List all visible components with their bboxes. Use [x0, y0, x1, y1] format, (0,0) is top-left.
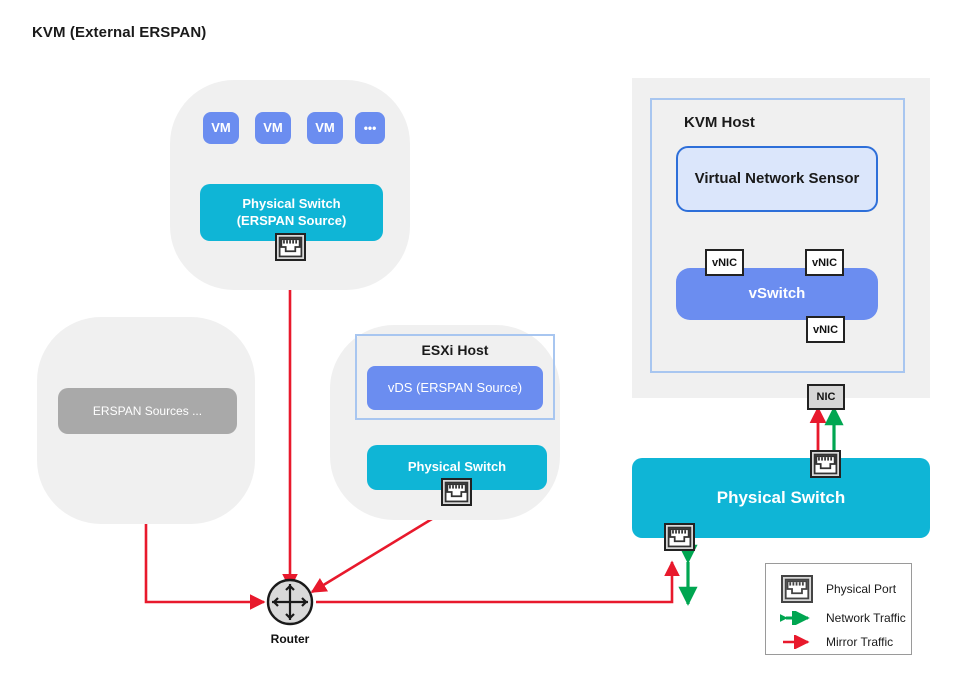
legend-label: Network Traffic — [826, 611, 906, 625]
vswitch-box[interactable]: vSwitch — [676, 268, 878, 320]
kvm-switch-line1: Physical Switch — [242, 196, 341, 212]
legend-label: Mirror Traffic — [826, 635, 894, 649]
legend-item-physical-port: Physical Port — [780, 575, 897, 603]
virtual-network-sensor-box[interactable]: Virtual Network Sensor — [676, 146, 878, 212]
single-arrow-red-icon — [780, 629, 814, 655]
kvm-host-label: KVM Host — [684, 114, 755, 131]
erspan-sources-box[interactable]: ERSPAN Sources ... — [58, 388, 237, 434]
vnic-left-chip[interactable]: vNIC — [705, 249, 744, 276]
legend-label: Physical Port — [826, 582, 897, 596]
vnic-bottom-chip[interactable]: vNIC — [806, 316, 845, 343]
legend-item-network-traffic: Network Traffic — [780, 605, 906, 631]
physical-port-icon[interactable] — [664, 523, 695, 551]
page-title: KVM (External ERSPAN) — [32, 24, 207, 41]
legend: Physical Port Network Traffic — [765, 563, 912, 655]
legend-item-mirror-traffic: Mirror Traffic — [780, 629, 893, 655]
router-label: Router — [270, 632, 310, 646]
physical-port-icon — [780, 575, 814, 603]
esxi-vds-box[interactable]: vDS (ERSPAN Source) — [367, 366, 543, 410]
physical-port-icon[interactable] — [441, 478, 472, 506]
kvm-host-panel — [632, 78, 930, 398]
kvm-host-box: KVM Host — [650, 98, 905, 373]
esxi-host-label: ESXi Host — [421, 342, 489, 358]
kvm-switch-line2: (ERSPAN Source) — [236, 212, 347, 228]
nic-chip[interactable]: NIC — [807, 384, 845, 410]
vm-box-3[interactable]: VM — [307, 112, 343, 144]
physical-port-icon[interactable] — [810, 450, 841, 478]
vm-box-2[interactable]: VM — [255, 112, 291, 144]
mirror-esxi-to-router — [310, 506, 451, 594]
vm-box-more[interactable]: ••• — [355, 112, 385, 144]
mirror-erspan-to-router — [144, 524, 266, 610]
mirror-router-to-switch — [316, 560, 680, 604]
vnic-right-chip[interactable]: vNIC — [805, 249, 844, 276]
esxi-host-box: ESXi Host — [355, 334, 555, 420]
router-icon[interactable] — [266, 578, 314, 626]
vm-box-1[interactable]: VM — [203, 112, 239, 144]
kvm-physical-switch[interactable]: Physical Switch (ERSPAN Source) — [200, 184, 383, 241]
double-arrow-green-icon — [780, 605, 814, 631]
physical-port-icon[interactable] — [275, 233, 306, 261]
